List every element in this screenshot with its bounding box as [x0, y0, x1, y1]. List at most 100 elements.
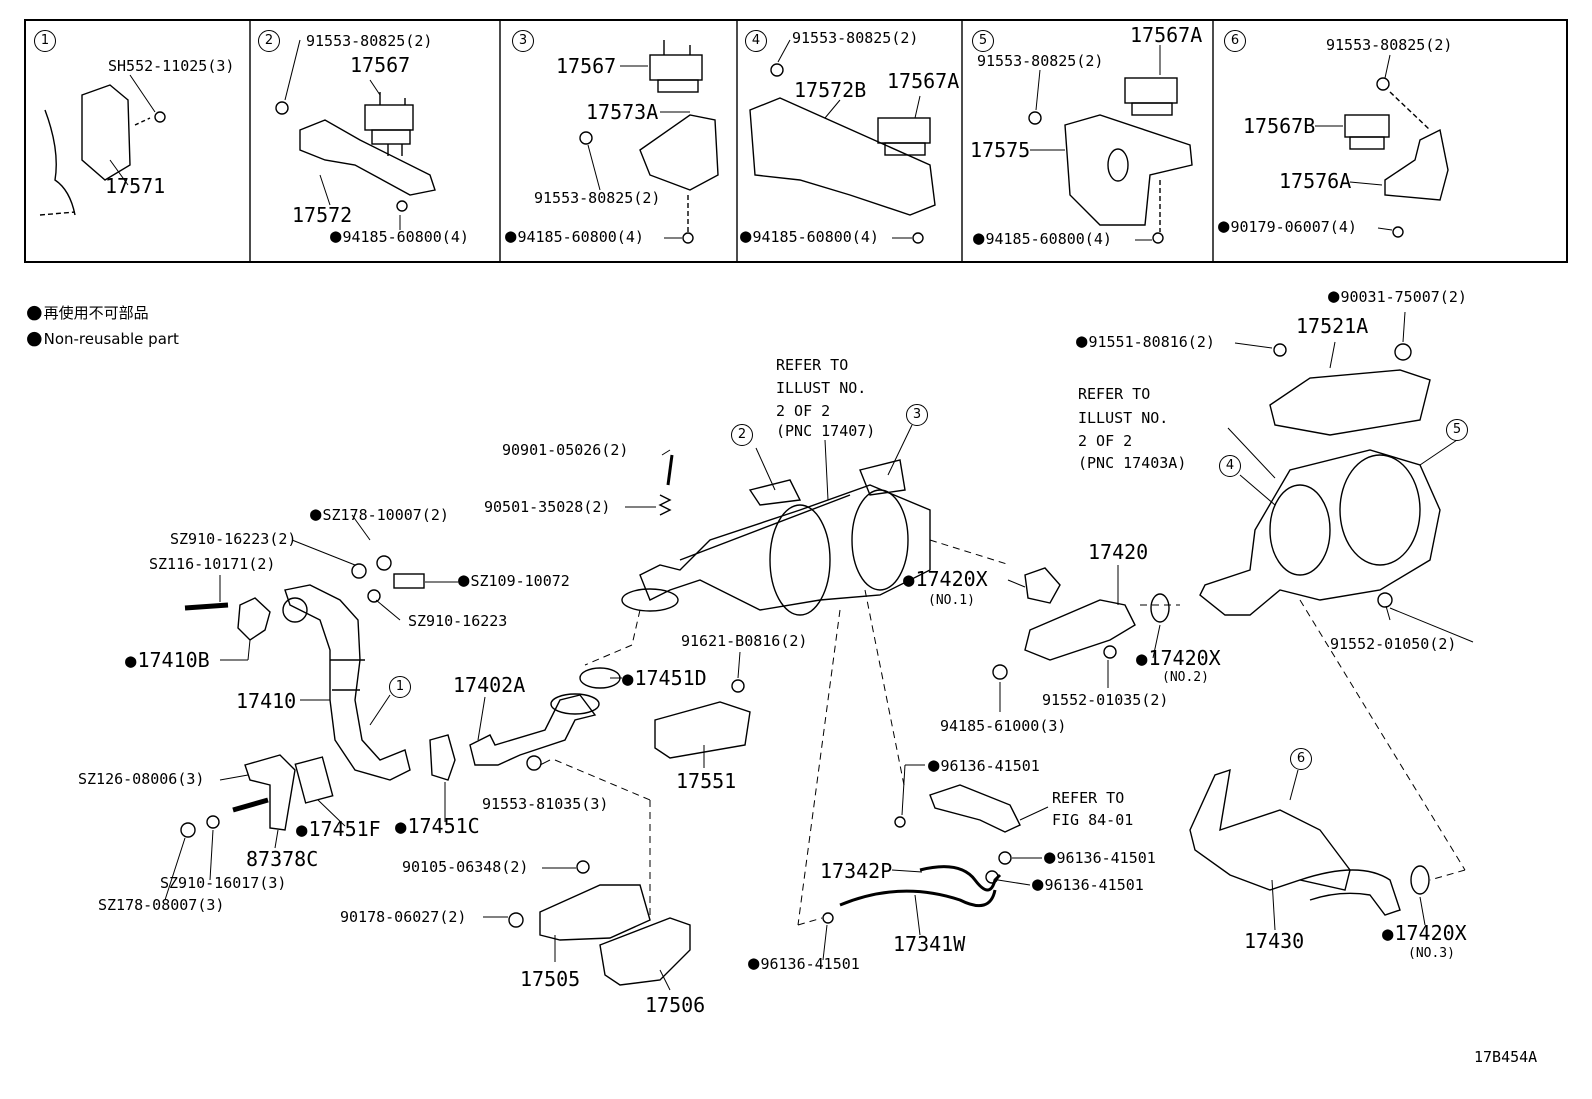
part-label[interactable]: SZ109-10072	[458, 572, 569, 590]
part-label[interactable]: 17567B	[1243, 114, 1316, 138]
part-label: (NO.1)	[928, 593, 975, 608]
refer-note-1-line: (PNC 17407)	[776, 422, 876, 440]
callout-5[interactable]: 5	[1446, 419, 1468, 441]
part-label[interactable]: 17402A	[453, 673, 526, 697]
part-label[interactable]: 90179-06007(4)	[1218, 218, 1356, 236]
part-label[interactable]: 96136-41501	[928, 757, 1039, 775]
part-label[interactable]: SZ178-10007(2)	[310, 506, 448, 524]
part-label[interactable]: 91553-81035(3)	[482, 795, 609, 813]
part-label[interactable]: 96136-41501	[748, 955, 859, 973]
gasket-17420X-no2-icon	[1150, 593, 1170, 623]
callout-3[interactable]: 3	[906, 404, 928, 426]
part-label[interactable]: 91553-80825(2)	[534, 189, 661, 207]
pipe-17402A-icon	[469, 694, 597, 766]
part-label[interactable]: 91552-01035(2)	[1042, 691, 1169, 709]
part-label[interactable]: 17410B	[125, 649, 209, 672]
part-label[interactable]: 17451F	[296, 818, 380, 841]
part-label[interactable]: 90178-06027(2)	[340, 908, 467, 926]
bracket-17571-icon	[39, 84, 166, 216]
bracket-fig84-icon	[929, 784, 1021, 833]
refer-note-2-line: (PNC 17403A)	[1078, 454, 1187, 472]
part-label[interactable]: 17506	[645, 993, 706, 1017]
part-label[interactable]: 91553-80825(2)	[306, 32, 433, 50]
part-label[interactable]: 17572B	[794, 78, 867, 102]
part-label[interactable]: 17451C	[395, 815, 479, 838]
part-label[interactable]: 17521A	[1296, 314, 1369, 338]
panel-5-number: 5	[972, 30, 994, 52]
part-label[interactable]: SH552-11025(3)	[108, 57, 235, 75]
part-label[interactable]: 17420X	[1382, 922, 1466, 945]
part-label[interactable]: 17571	[105, 174, 166, 198]
callout-2[interactable]: 2	[731, 424, 753, 446]
part-label[interactable]: 94185-60800(4)	[505, 228, 643, 246]
bracket-17575-icon	[1064, 114, 1193, 226]
part-label[interactable]: 96136-41501	[1032, 876, 1143, 894]
part-label[interactable]: 17341W	[893, 932, 966, 956]
part-label[interactable]: 17505	[520, 967, 581, 991]
part-label[interactable]: 90031-75007(2)	[1328, 288, 1466, 306]
part-label[interactable]: 17567	[350, 53, 411, 77]
part-label[interactable]: 91621-B0816(2)	[681, 632, 808, 650]
refer-note-3-line: REFER TO	[1052, 789, 1125, 807]
part-label[interactable]: 91553-80825(2)	[1326, 36, 1453, 54]
part-label[interactable]: 96136-41501	[1044, 849, 1155, 867]
callout-4[interactable]: 4	[1219, 455, 1241, 477]
part-label[interactable]: 94185-60800(4)	[740, 228, 878, 246]
gasket-17410B-icon	[237, 597, 271, 641]
mount-17567B-icon	[1344, 114, 1390, 150]
refer-note-2-line: ILLUST NO.	[1078, 409, 1169, 427]
part-label[interactable]: 90105-06348(2)	[402, 858, 529, 876]
part-label[interactable]: 91552-01050(2)	[1330, 635, 1457, 653]
part-label[interactable]: SZ910-16223(2)	[170, 530, 297, 548]
part-label[interactable]: 94185-60800(4)	[330, 228, 468, 246]
panel-6-number: 6	[1224, 30, 1246, 52]
part-label[interactable]: SZ910-16223	[408, 612, 508, 630]
front-pipe-17410-icon	[284, 584, 411, 781]
part-label[interactable]: 17576A	[1279, 169, 1352, 193]
callout-6[interactable]: 6	[1290, 748, 1312, 770]
part-label[interactable]: 17430	[1244, 929, 1305, 953]
panel-3-number: 3	[512, 30, 534, 52]
insulator-17505-icon	[539, 884, 651, 941]
part-label[interactable]: SZ910-16017(3)	[160, 874, 287, 892]
refer-note-2-line: REFER TO	[1078, 385, 1151, 403]
part-label[interactable]: 94185-61000(3)	[940, 717, 1067, 735]
part-label[interactable]: SZ126-08006(3)	[78, 770, 205, 788]
part-label[interactable]: 17573A	[586, 100, 659, 124]
part-label[interactable]: 91553-80825(2)	[792, 29, 919, 47]
part-label[interactable]: 87378C	[246, 847, 319, 871]
bracket-17573A-icon	[639, 114, 719, 191]
part-label[interactable]: 90901-05026(2)	[502, 441, 629, 459]
part-label[interactable]: 17420X	[903, 568, 987, 591]
part-label[interactable]: 91551-80816(2)	[1076, 333, 1214, 351]
insulator-17521A-icon	[1269, 369, 1431, 436]
part-label[interactable]: SZ116-10171(2)	[149, 555, 276, 573]
part-label: (NO.2)	[1162, 670, 1209, 685]
callout-1[interactable]: 1	[389, 676, 411, 698]
part-label[interactable]: 17567A	[1130, 23, 1203, 47]
part-label[interactable]: SZ178-08007(3)	[98, 896, 225, 914]
part-label[interactable]: 17575	[970, 138, 1031, 162]
legend-jp: 再使用不可部品	[26, 304, 149, 322]
refer-note-2-line: 2 OF 2	[1078, 432, 1133, 450]
part-label[interactable]: 17342P	[820, 859, 893, 883]
part-label[interactable]: 17567	[556, 54, 617, 78]
part-label[interactable]: 17572	[292, 203, 353, 227]
part-label[interactable]: 90501-35028(2)	[484, 498, 611, 516]
part-label[interactable]: 17420X	[1136, 647, 1220, 670]
refer-note-1-line: 2 OF 2	[776, 402, 831, 420]
part-label[interactable]: 94185-60800(4)	[973, 230, 1111, 248]
refer-note-1-line: REFER TO	[776, 356, 849, 374]
part-label[interactable]: 17551	[676, 769, 737, 793]
part-label[interactable]: 91553-80825(2)	[977, 52, 1104, 70]
part-label[interactable]: 17420	[1088, 540, 1149, 564]
muffler-17430-icon	[1189, 768, 1351, 891]
gasket-17420X-no1-icon	[1024, 567, 1061, 604]
part-label[interactable]: 17410	[236, 689, 297, 713]
illustration-id: 17B454A	[1474, 1048, 1538, 1066]
part-label[interactable]: 17451D	[622, 667, 706, 690]
part-label[interactable]: 17567A	[887, 69, 960, 93]
mount-17567-panel3-icon	[649, 40, 703, 93]
